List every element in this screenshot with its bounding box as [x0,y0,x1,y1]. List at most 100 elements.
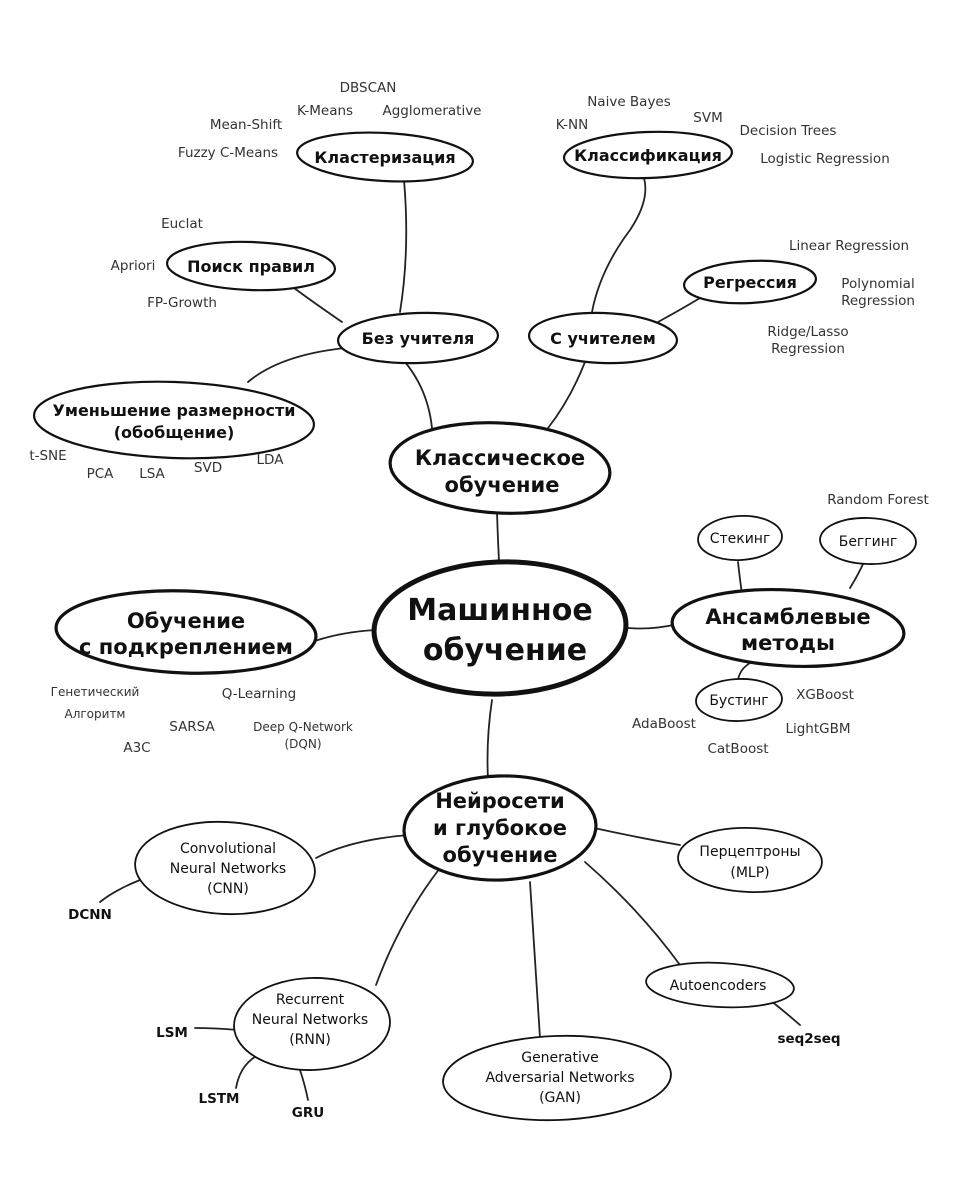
leaf-ridge-line-1: Ridge/Lasso [767,324,848,340]
edge-ensembles-bagging [849,561,865,589]
leaf-lsa: LSA [139,466,165,482]
root-line-1: Машинное [407,593,592,628]
reinforcement-line-1: Обучение [127,609,245,633]
node-reinforcement[interactable]: Обучение с подкреплением [54,586,318,677]
rnn-line-1: Recurrent [276,992,345,1008]
node-root[interactable]: Машинное обучение [371,558,629,699]
node-cnn[interactable]: Convolutional Neural Networks (CNN) [133,817,318,918]
edge-rnn-lsm [194,1027,239,1031]
leaf-lstm: LSTM [199,1091,240,1107]
gan-line-2: Adversarial Networks [485,1070,634,1086]
gan-line-3: (GAN) [539,1090,581,1106]
node-unsupervised[interactable]: Без учителя [336,310,500,366]
leaf-lsm: LSM [156,1025,188,1041]
edge-rnn-gru [299,1069,309,1101]
edge-root-neural [486,699,493,781]
leaf-agglomerative: Agglomerative [382,103,481,119]
edge-classical-supervised [547,361,586,429]
gan-line-1: Generative [521,1050,599,1066]
leaf-a3c: A3C [123,740,150,756]
edge-root-reinforcement [311,629,376,643]
edge-ensembles-boosting [737,661,753,681]
node-autoencoders[interactable]: Autoencoders [645,959,795,1011]
leaf-meanshift: Mean-Shift [210,117,282,133]
node-stacking[interactable]: Стекинг [697,514,783,562]
leaf-polynomial-line-1: Polynomial [841,276,914,292]
bagging-label: Беггинг [839,534,898,550]
leaf-apriori: Apriori [111,258,156,274]
node-rules[interactable]: Поиск правил [165,239,337,293]
leaf-dbscan: DBSCAN [340,80,397,96]
leaf-catboost: CatBoost [707,741,768,757]
edge-supervised-classification [591,177,647,313]
leaf-decision-trees: Decision Trees [740,123,837,139]
neural-line-3: обучение [443,843,558,867]
classical-line-2: обучение [445,473,560,497]
leaf-knn: K-NN [556,117,589,133]
leaf-lightgbm: LightGBM [785,721,850,737]
leaf-polynomial-line-2: Regression [841,293,915,309]
node-mlp[interactable]: Перцептроны (MLP) [677,826,823,895]
classification-label: Классификация [574,146,722,165]
edge-unsupervised-rules [289,284,343,323]
leaf-xgboost: XGBoost [796,687,854,703]
root-line-2: обучение [423,633,587,668]
leaf-genetic-line-1: Генетический [51,685,140,699]
unsupervised-label: Без учителя [362,329,475,348]
edge-neural-cnn [315,834,409,859]
edge-autoencoders-seq2seq [769,999,801,1026]
edge-rnn-lstm [235,1054,259,1089]
edge-neural-gan [529,881,541,1039]
mlp-line-2: (MLP) [730,865,769,881]
cnn-line-3: (CNN) [207,881,249,897]
edge-unsupervised-clustering [399,179,408,313]
node-ensembles[interactable]: Ансамблевые методы [670,584,906,672]
leaf-random-forest: Random Forest [827,492,929,508]
rnn-line-3: (RNN) [289,1032,331,1048]
node-neural[interactable]: Нейросети и глубокое обучение [402,773,598,884]
ensembles-line-2: методы [741,631,835,655]
leaf-genetic-line-2: Алгоритм [65,707,126,721]
leaf-dqn-line-2: (DQN) [284,737,321,751]
leaf-pca: PCA [87,466,115,482]
leaf-fpgrowth: FP-Growth [147,295,217,311]
leaf-naive-bayes: Naive Bayes [587,94,671,110]
node-gan[interactable]: Generative Adversarial Networks (GAN) [442,1032,673,1124]
rules-label: Поиск правил [187,257,315,276]
leaf-logistic-regression: Logistic Regression [760,151,890,167]
edge-classical-unsupervised [404,361,433,429]
regression-label: Регрессия [703,273,797,292]
reinforcement-line-2: с подкреплением [79,635,293,659]
node-boosting[interactable]: Бустинг [695,678,783,723]
dimreduction-line-2: (обобщение) [114,423,235,442]
leaf-svd: SVD [194,460,222,476]
edge-supervised-regression [657,297,701,323]
leaf-svm: SVM [693,110,722,126]
autoencoders-label: Autoencoders [670,978,767,994]
rnn-line-2: Neural Networks [252,1012,368,1028]
supervised-label: С учителем [550,329,656,348]
mlp-line-1: Перцептроны [699,844,800,860]
leaf-qlearning: Q-Learning [222,686,296,702]
leaf-adaboost: AdaBoost [632,716,696,732]
node-classification[interactable]: Классификация [562,129,734,181]
node-supervised[interactable]: С учителем [527,310,679,365]
leaf-kmeans: K-Means [297,103,353,119]
cnn-line-2: Neural Networks [170,861,286,877]
edge-unsupervised-dimreduction [247,347,346,383]
clustering-label: Кластеризация [314,148,455,167]
node-classical[interactable]: Классическое обучение [388,417,612,518]
node-bagging[interactable]: Беггинг [819,516,917,565]
node-regression[interactable]: Регрессия [682,258,818,307]
leaf-dqn-line-1: Deep Q-Network [253,720,353,734]
node-rnn[interactable]: Recurrent Neural Networks (RNN) [232,975,391,1072]
leaf-gru: GRU [292,1105,324,1121]
leaf-euclat: Euclat [161,216,203,232]
node-dimreduction[interactable]: Уменьшение размерности (обобщение) [32,377,316,463]
leaf-dcnn: DCNN [68,907,112,923]
node-clustering[interactable]: Кластеризация [296,128,474,185]
cnn-line-1: Convolutional [180,841,276,857]
leaf-linear-regression: Linear Regression [789,238,909,254]
leaf-fuzzy-cmeans: Fuzzy C-Means [178,145,278,161]
